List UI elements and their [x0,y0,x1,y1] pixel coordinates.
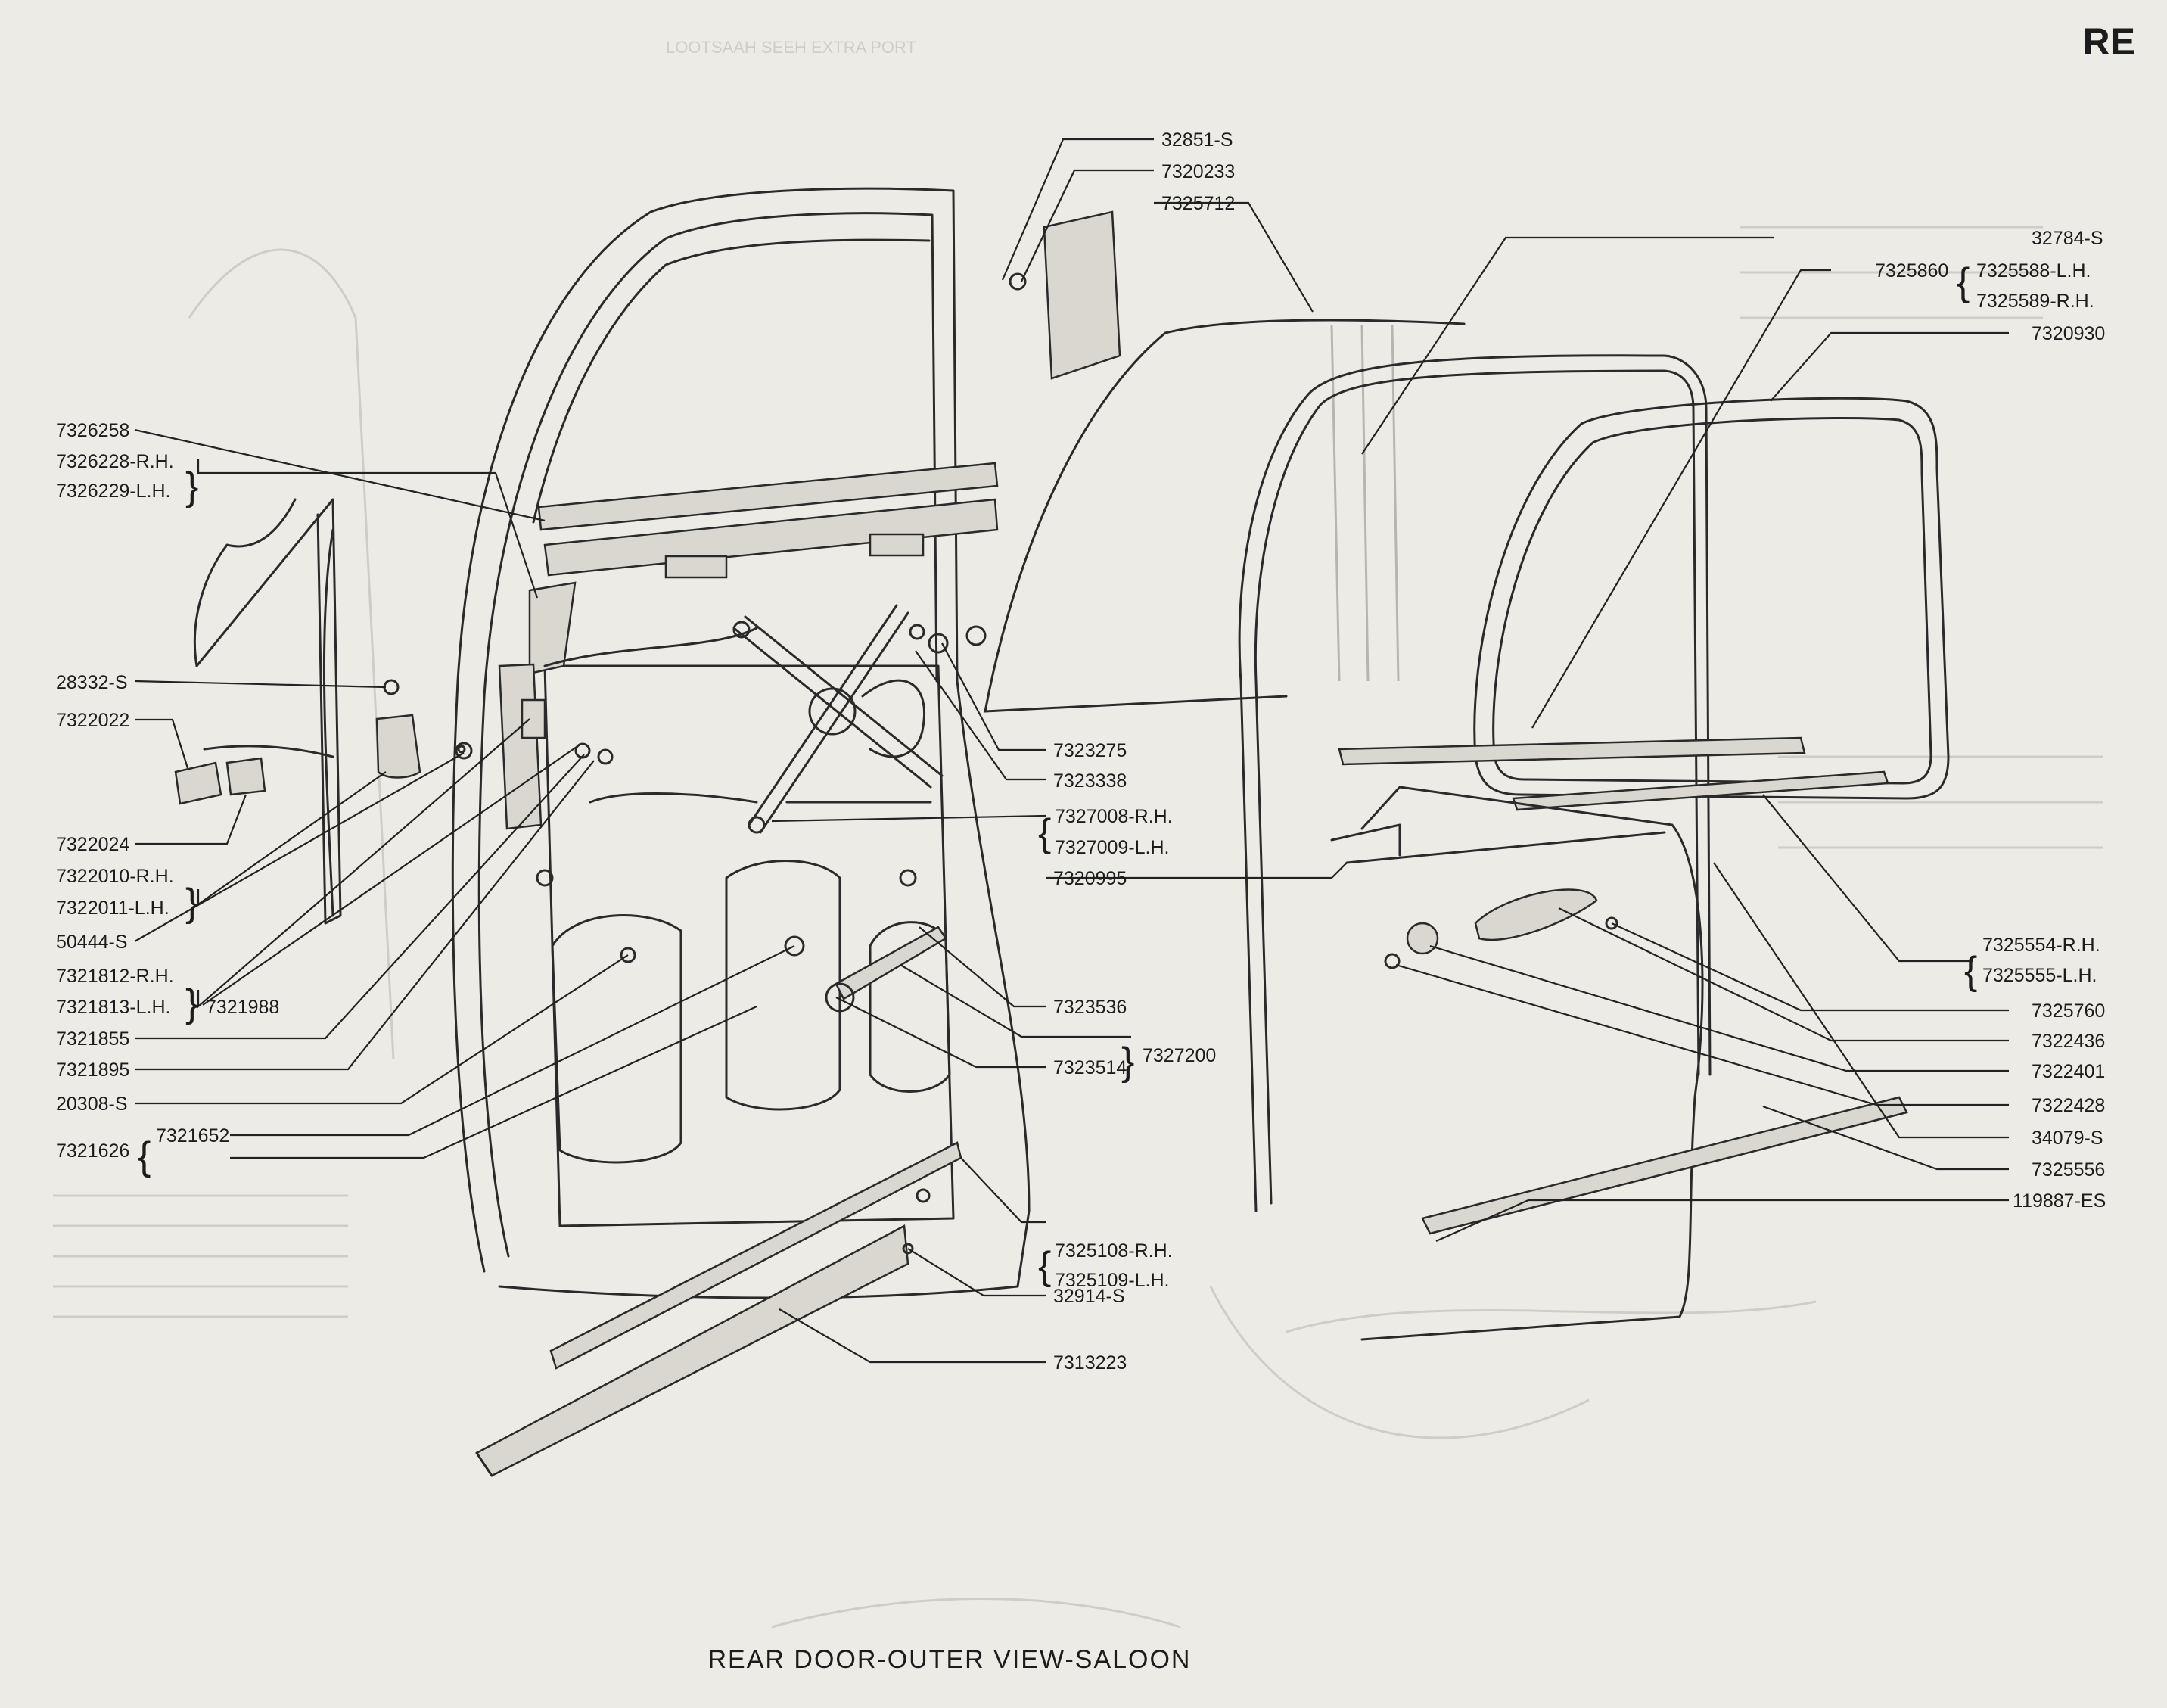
callout-28332-S: 28332-S [56,672,128,693]
callout-labels: RE 32851-S 7320233 7325712 32784-S 73258… [56,20,2135,1674]
callout-7320930: 7320930 [2032,323,2105,344]
callout-34079-S: 34079-S [2032,1128,2103,1149]
section-code: RE [2083,20,2135,63]
outside-door-handle [1384,888,1618,969]
callout-7323338: 7323338 [1053,770,1127,792]
callout-20308-S: 20308-S [56,1094,128,1115]
callout-7320233: 7320233 [1161,161,1235,182]
callout-7325860: 7325860 [1875,260,1948,282]
callout-7322436: 7322436 [2032,1031,2105,1052]
callout-7325108-R.H.: 7325108-R.H. [1055,1240,1173,1262]
rear-door-shell [451,187,1031,1299]
callout-7313223: 7313223 [1053,1352,1127,1374]
callout-7327008-R.H.: 7327008-R.H. [1055,806,1173,827]
callout-7325760: 7325760 [2032,1000,2105,1022]
brace-7327008: { [1038,811,1051,855]
fasteners [383,624,987,963]
callout-50444-S: 50444-S [56,932,128,953]
callout-7326228-R.H.: 7326228-R.H. [56,451,174,472]
brace-7321652: { [138,1134,151,1178]
callout-7323514: 7323514 [1053,1057,1127,1078]
callout-7325555-L.H.: 7325555-L.H. [1982,965,2097,986]
callout-7325556: 7325556 [2032,1159,2105,1181]
door-seal [1473,397,1950,800]
callout-7327009-L.H.: 7327009-L.H. [1055,837,1170,858]
inside-lock-handle [375,714,421,779]
show-through-texture: LOOTSAAH SEEH EXTRA PORT [53,38,2103,1629]
callout-7321812-R.H.: 7321812-R.H. [56,966,174,987]
callout-7322024: 7322024 [56,834,129,855]
callout-7321626: 7321626 [56,1140,129,1162]
callout-7321652: 7321652 [156,1125,229,1146]
leader-lines [134,138,2009,1364]
drain-strips [475,1141,962,1477]
callout-32914-S: 32914-S [1053,1286,1125,1307]
door-lock [498,663,546,830]
callout-7323536: 7323536 [1053,997,1127,1018]
brace-7326228: } [185,465,198,509]
brace-7321812: } [185,982,198,1025]
door-frame-weatherstrip [1238,354,1712,1212]
callout-7325109-L.H.: 7325109-L.H. [1055,1270,1170,1291]
callout-7322428: 7322428 [2032,1095,2105,1116]
window-regulator [543,604,944,834]
callout-32784-S: 32784-S [2032,228,2103,249]
callout-7321895: 7321895 [56,1059,129,1081]
body-pillar-cutaway [193,498,342,925]
glass-run-channels [528,462,999,675]
remote-control-rod [825,926,947,1013]
callout-7327200: 7327200 [1143,1045,1216,1066]
callout-7322010-R.H.: 7322010-R.H. [56,866,174,887]
callout-7325712: 7325712 [1161,193,1235,214]
callout-7322022: 7322022 [56,710,129,731]
brace-7327200: } [1121,1040,1134,1084]
brace-7325108: { [1038,1244,1051,1288]
callout-7325588-L.H.: 7325588-L.H. [1976,260,2091,282]
window-sill-strip [1338,736,1889,811]
door-glass [984,319,1466,713]
callout-7321988: 7321988 [206,997,279,1018]
callout-7321855: 7321855 [56,1028,129,1050]
striker-plates [174,757,266,805]
brace-7322010: } [185,881,198,925]
callout-119887-ES: 119887-ES [2013,1190,2106,1212]
callout-7320995: 7320995 [1053,868,1127,889]
brace-7325588: { [1957,260,1970,304]
callout-7325554-R.H.: 7325554-R.H. [1982,935,2100,956]
callout-7323275: 7323275 [1053,740,1127,761]
callout-32851-S: 32851-S [1161,129,1233,151]
callout-7322401: 7322401 [2032,1061,2105,1082]
svg-text:LOOTSAAH SEEH EXTRA PORT: LOOTSAAH SEEH EXTRA PORT [666,38,916,57]
pillar-channel [1009,210,1121,380]
callout-7325589-R.H.: 7325589-R.H. [1976,291,2094,312]
callout-7322011-L.H.: 7322011-L.H. [56,898,169,919]
diagram-caption: REAR DOOR-OUTER VIEW-SALOON [708,1645,1192,1674]
callout-7326229-L.H.: 7326229-L.H. [56,481,171,502]
callout-7326258: 7326258 [56,420,129,441]
callout-7321813-L.H.: 7321813-L.H. [56,997,171,1018]
brace-7325554: { [1964,949,1977,993]
